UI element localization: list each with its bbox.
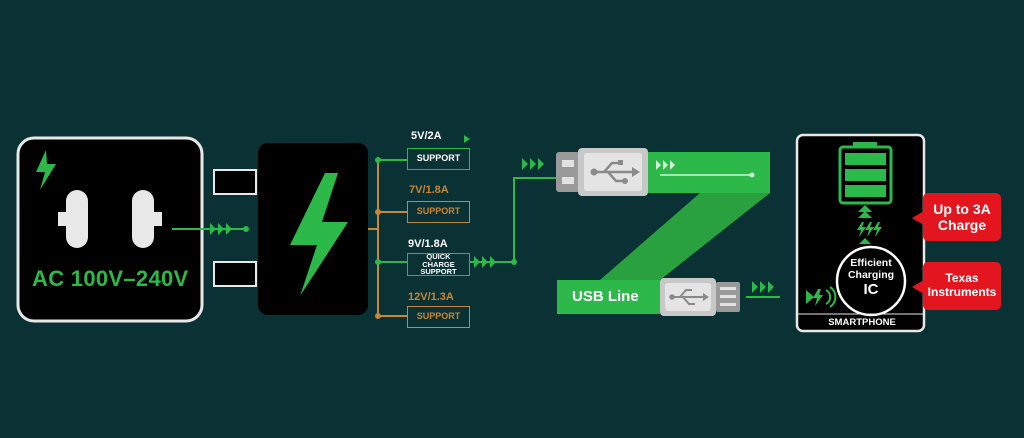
wireless-charge-icon — [806, 286, 837, 308]
output-9v-label: 9V/1.8A — [408, 238, 448, 250]
ic-line-1: Efficient — [850, 257, 892, 269]
phone-input-arrows — [746, 281, 780, 298]
charging-ic-label: Efficient Charging IC — [838, 257, 904, 298]
outlet-socket-right — [132, 190, 162, 248]
usb-cable — [556, 148, 770, 316]
input-connector — [172, 223, 249, 235]
brand-callout: Texas Instruments — [923, 262, 1001, 310]
usb-a-plug — [556, 148, 648, 196]
charger-adapter — [213, 143, 368, 315]
qc-connector — [470, 158, 556, 268]
callout-brand-pointer — [912, 280, 924, 294]
outlet-bolt-icon — [36, 150, 56, 190]
output-12v-support-box: SUPPORT — [407, 306, 470, 328]
charging-ic-chip — [835, 245, 907, 317]
micro-usb-plug — [660, 278, 740, 316]
output-9v-support-box: QUICK CHARGE SUPPORT — [407, 252, 470, 276]
callout-charge-pointer — [912, 211, 924, 225]
battery-icon — [838, 142, 893, 205]
output-5v-support-box: SUPPORT — [407, 148, 470, 170]
smartphone-label: SMARTPHONE — [828, 317, 896, 328]
output-12v-label: 12V/1.3A — [408, 291, 454, 303]
ic-line-2: Charging — [847, 269, 895, 282]
ic-line-3: IC — [863, 281, 879, 299]
output-tree — [368, 135, 470, 319]
output-7v-label: 7V/1.8A — [409, 184, 449, 196]
output-7v-support-box: SUPPORT — [407, 201, 470, 223]
usb-a-symbol-icon — [594, 161, 632, 183]
output-5v-arrow-icon — [464, 135, 470, 143]
outlet-voltage-label: AC 100V–240V — [32, 266, 189, 291]
usb-line-label: USB Line — [572, 288, 639, 305]
usb-micro-symbol-icon — [672, 289, 704, 305]
charge-flow-arrows-icon — [857, 205, 882, 244]
smartphone — [795, 133, 926, 333]
outlet-socket-left — [58, 190, 88, 248]
output-5v-label: 5V/2A — [411, 130, 442, 142]
charger-bolt-icon — [290, 173, 348, 296]
charge-callout: Up to 3A Charge — [923, 193, 1001, 241]
